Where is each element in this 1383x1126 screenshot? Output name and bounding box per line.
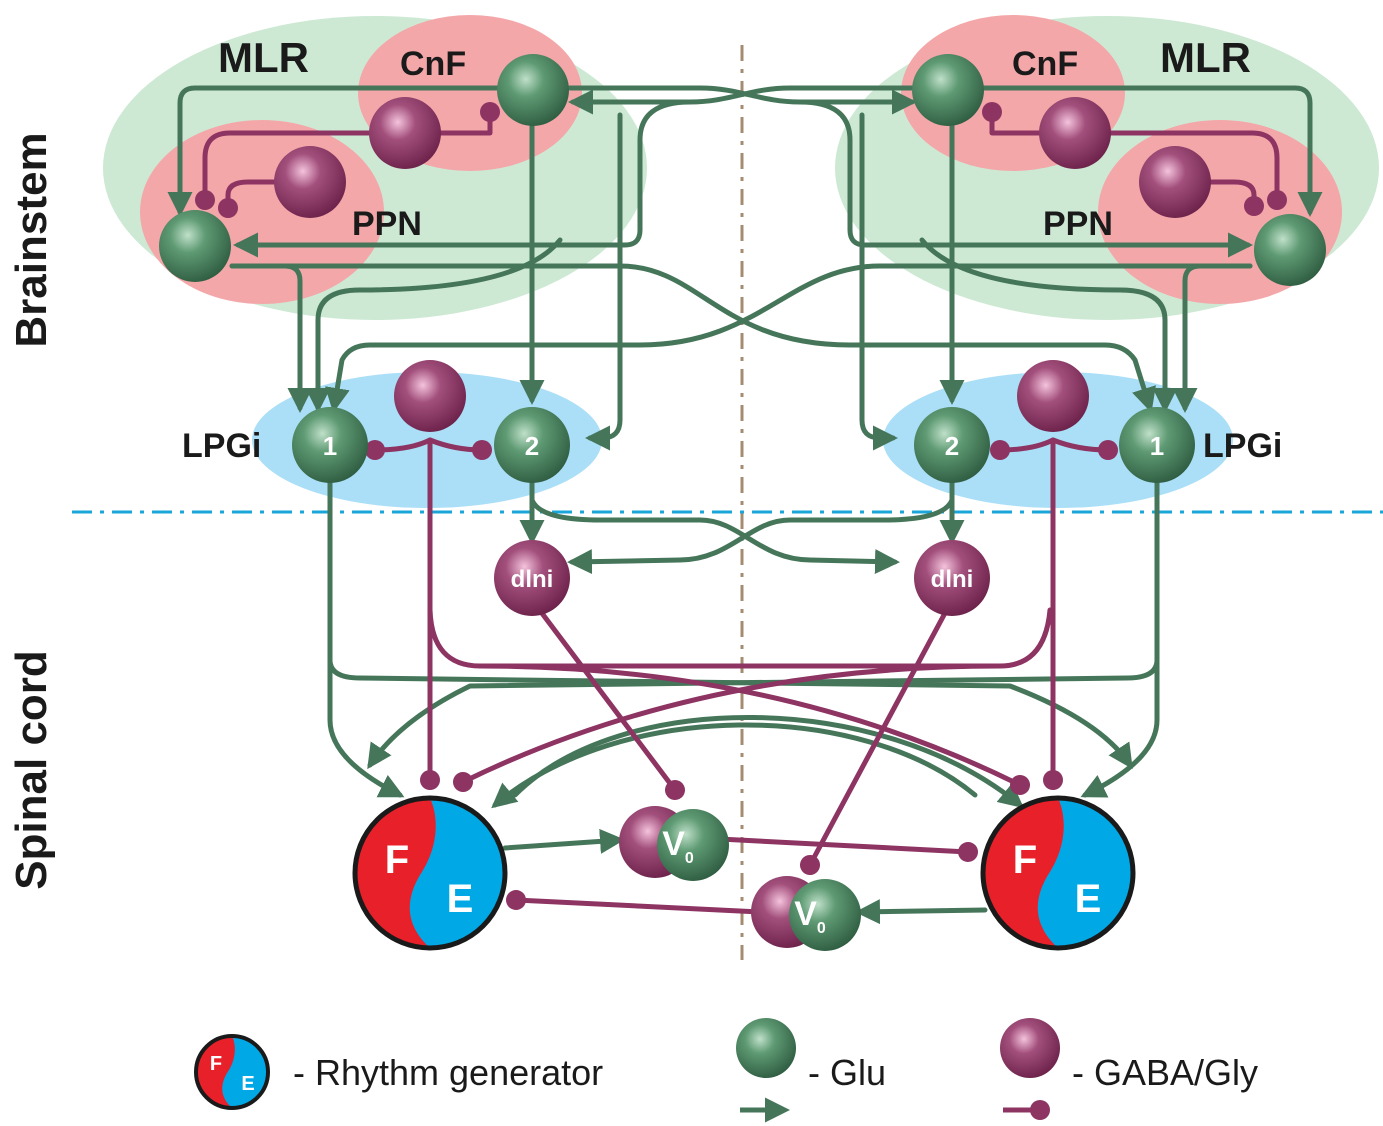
legend: F E - Rhythm generator - Glu - GABA/Gly [194, 1018, 1258, 1123]
lpgi-1-cell-right [1119, 407, 1195, 483]
lpgi-2-label-left: 2 [525, 431, 539, 461]
rg-flexor-label-left: F [385, 838, 409, 882]
cnf-label-right: CnF [1012, 45, 1078, 83]
cells-right: 1 2 dlni V0 [751, 54, 1326, 951]
rg-flexor-label-right: F [1013, 838, 1037, 882]
cnf-label-left: CnF [400, 45, 466, 83]
legend-rg-e: E [241, 1073, 254, 1095]
legend-rg-f: F [210, 1053, 222, 1075]
lpgi-1-cell-left [292, 407, 368, 483]
legend-gaba-cell-icon [1000, 1018, 1060, 1078]
lpgi-1-label-left: 1 [323, 431, 337, 461]
ppn-gaba-cell-left [274, 146, 346, 218]
lpgi-gaba-cell-right [1017, 360, 1089, 432]
dlni-label-right: dlni [931, 566, 974, 593]
rhythm-generator-right: F E [980, 795, 1136, 951]
glu-connections [167, 85, 1323, 925]
ppn-label-left: PPN [352, 205, 422, 243]
legend-gaba-text: - GABA/Gly [1072, 1052, 1258, 1093]
v0-glu-cell-right [789, 879, 861, 951]
lpgi-1-label-right: 1 [1150, 431, 1164, 461]
lpgi-label-right: LPGi [1203, 427, 1282, 465]
lpgi-2-cell-right [914, 407, 990, 483]
ppn-glu-cell-left [159, 210, 231, 282]
v0-label-left: V0 [662, 825, 694, 867]
rg-extensor-label-right: E [1075, 877, 1102, 921]
rhythm-generator-left: F E [352, 795, 508, 951]
gaba-connections [195, 102, 1287, 915]
lpgi-gaba-cell-left [394, 360, 466, 432]
cells-left: 1 2 dlni V0 [159, 54, 729, 881]
lpgi-2-cell-left [494, 407, 570, 483]
cnf-glu-cell-right [912, 54, 984, 126]
dlni-label-left: dlni [511, 566, 554, 593]
ppn-glu-cell-right [1254, 214, 1326, 286]
legend-rhythm-generator-text: - Rhythm generator [293, 1052, 603, 1093]
dlni-cell-left [494, 540, 570, 616]
rg-extensor-label-left: E [447, 877, 474, 921]
ppn-label-right: PPN [1043, 205, 1113, 243]
spinal-cord-label: Spinal cord [7, 650, 56, 890]
mlr-label-left: MLR [218, 34, 309, 81]
brainstem-label: Brainstem [7, 132, 56, 347]
lpgi-label-left: LPGi [182, 427, 261, 465]
legend-rhythm-generator-icon: F E [194, 1034, 270, 1110]
cnf-gaba-cell-left [369, 97, 441, 169]
v0-glu-cell-left [657, 809, 729, 881]
cnf-gaba-cell-right [1039, 97, 1111, 169]
mlr-label-right: MLR [1160, 34, 1251, 81]
legend-glu-cell-icon [736, 1018, 796, 1078]
legend-glu-text: - Glu [808, 1052, 886, 1093]
v0-label-right: V0 [794, 895, 826, 937]
dlni-cell-right [914, 540, 990, 616]
ppn-gaba-cell-right [1139, 146, 1211, 218]
lpgi-2-label-right: 2 [945, 431, 959, 461]
cnf-glu-cell-left [497, 54, 569, 126]
